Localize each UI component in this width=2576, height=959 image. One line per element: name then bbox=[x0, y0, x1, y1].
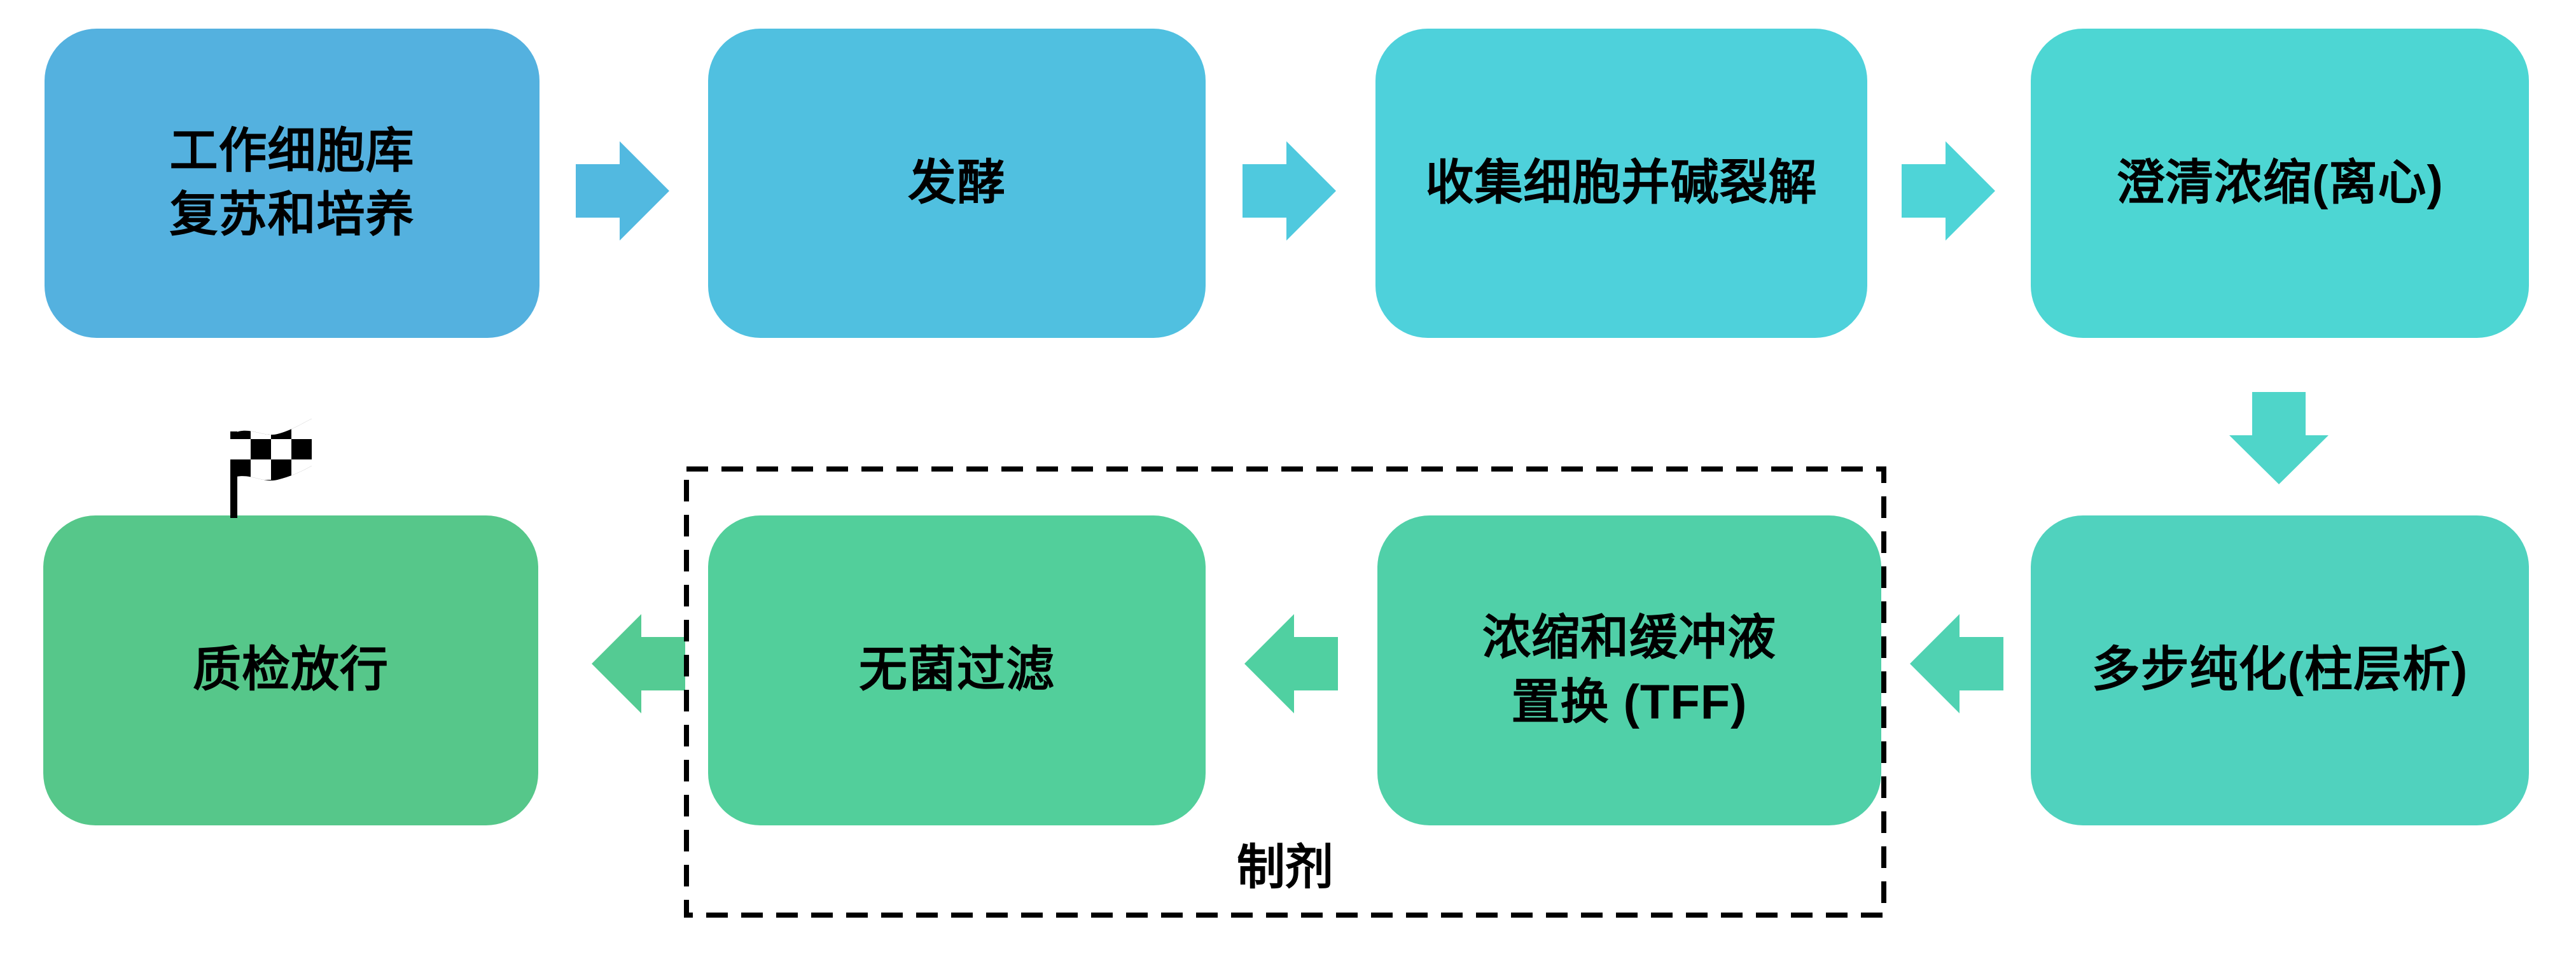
flow-arrow-left-icon bbox=[1910, 614, 2003, 713]
step-label: 收集细胞并碱裂解 bbox=[1426, 151, 1818, 215]
step-label-line: 浓缩和缓冲液 bbox=[1482, 611, 1776, 666]
step-box-clarification: 澄清浓缩(离心) bbox=[2031, 29, 2529, 338]
step-label-line: 多步纯化(柱层析) bbox=[2091, 643, 2468, 697]
step-label-line: 收集细胞并碱裂解 bbox=[1425, 155, 1818, 210]
step-box-sterile-filtration: 无菌过滤 bbox=[708, 515, 1206, 825]
flow-arrow-right-icon bbox=[576, 141, 669, 241]
flow-arrow-left-icon bbox=[592, 614, 685, 713]
flow-arrow-right-icon bbox=[1243, 141, 1336, 241]
formulation-group-label: 制剂 bbox=[1237, 841, 1333, 895]
step-box-qc-release: 质检放行 bbox=[43, 515, 538, 825]
step-label-line: 工作细胞库 bbox=[169, 123, 415, 178]
step-box-harvest-lysis: 收集细胞并碱裂解 bbox=[1375, 29, 1867, 338]
step-label: 澄清浓缩(离心) bbox=[2116, 151, 2444, 215]
step-box-working-cell-bank: 工作细胞库 复苏和培养 bbox=[45, 29, 540, 338]
step-label: 工作细胞库 复苏和培养 bbox=[170, 120, 415, 248]
flow-arrow-right-icon bbox=[1902, 141, 1995, 241]
step-label: 无菌过滤 bbox=[859, 638, 1055, 702]
step-label: 质检放行 bbox=[193, 638, 389, 702]
step-label-line: 无菌过滤 bbox=[859, 643, 1055, 697]
step-label-line: 复苏和培养 bbox=[169, 188, 415, 242]
step-label: 浓缩和缓冲液 置换 (TFF) bbox=[1482, 606, 1776, 734]
step-box-tff-exchange: 浓缩和缓冲液 置换 (TFF) bbox=[1377, 515, 1881, 825]
step-label-line: 发酵 bbox=[908, 155, 1006, 210]
step-label-line: 质检放行 bbox=[193, 643, 389, 697]
step-box-fermentation: 发酵 bbox=[708, 29, 1206, 338]
checkered-flag-icon bbox=[230, 419, 312, 518]
step-label-line: 置换 (TFF) bbox=[1511, 675, 1748, 729]
flow-arrow-down-icon bbox=[2229, 392, 2329, 484]
step-label: 多步纯化(柱层析) bbox=[2092, 638, 2468, 702]
step-label: 发酵 bbox=[908, 151, 1006, 215]
step-box-purification: 多步纯化(柱层析) bbox=[2031, 515, 2529, 825]
formulation-group-border bbox=[684, 466, 1886, 918]
step-label-line: 澄清浓缩(离心) bbox=[2116, 155, 2444, 210]
